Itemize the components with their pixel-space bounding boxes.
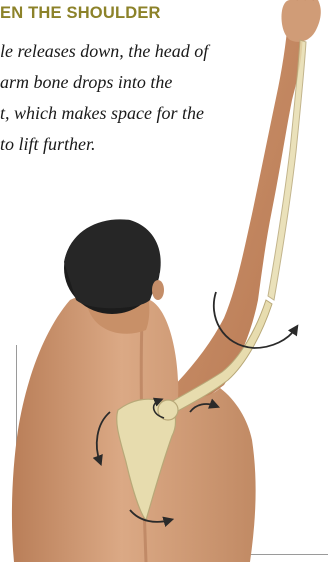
raised-hand [281, 0, 320, 42]
